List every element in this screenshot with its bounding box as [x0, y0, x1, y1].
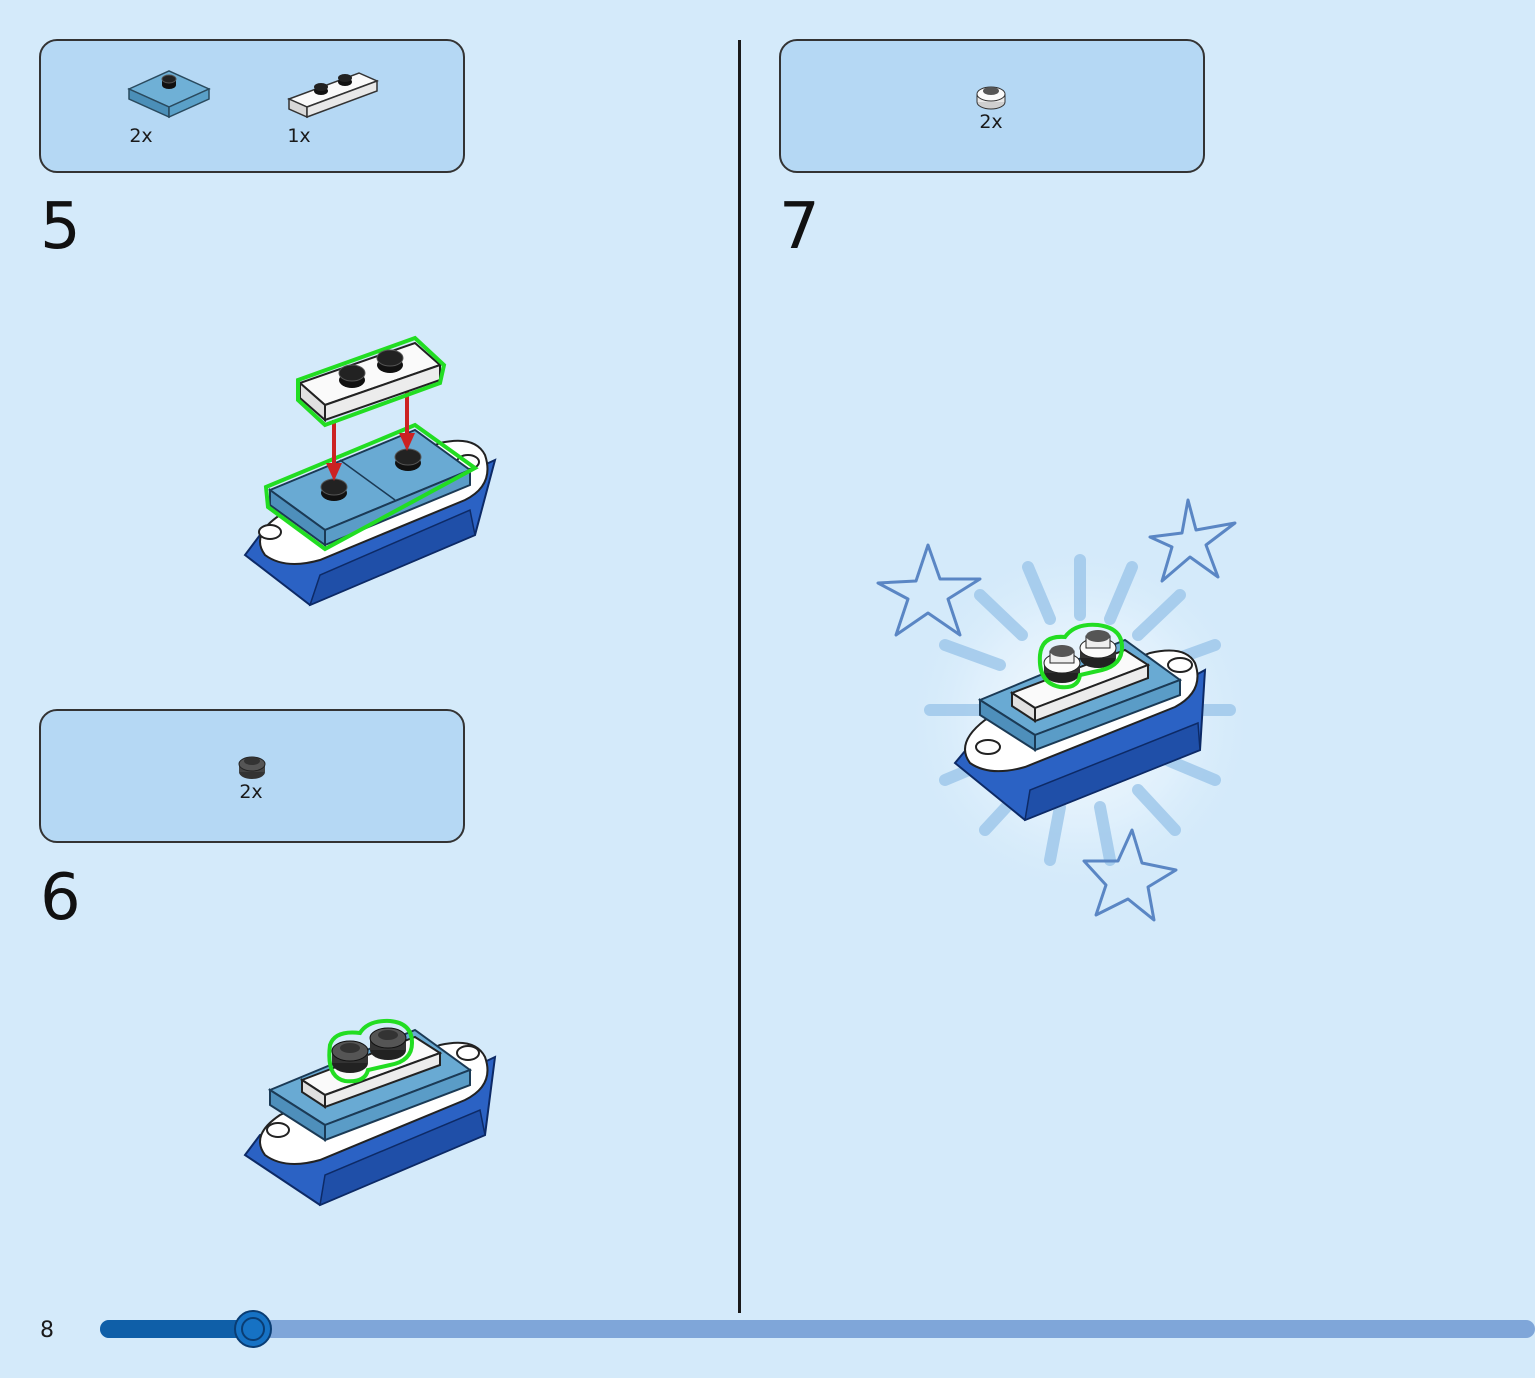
highlight-outline [263, 422, 479, 552]
progress-bar [100, 1310, 1535, 1348]
step-7-illustration [876, 498, 1260, 922]
star-icon [1148, 498, 1237, 583]
progress-track [100, 1320, 1535, 1338]
star-icon [1082, 828, 1178, 922]
parts-list-step-7: 2x [779, 39, 1205, 173]
light-blue-jumper-plate-icon [127, 70, 211, 119]
part-qty: 1x [287, 125, 311, 147]
highlight-outline [1037, 622, 1125, 690]
part-qty: 2x [239, 781, 263, 803]
step-5-illustration [243, 335, 497, 607]
highlight-outline [296, 335, 447, 428]
white-round-plate-icon [976, 86, 1006, 110]
step-number: 6 [40, 861, 81, 935]
parts-list-step-6: 2x [39, 709, 465, 843]
star-icon [876, 543, 982, 637]
page-divider [738, 40, 741, 1313]
white-plate-1x3-icon [287, 72, 379, 119]
step-number: 5 [40, 190, 81, 264]
dark-grey-round-plate-icon [238, 756, 266, 779]
part-qty: 2x [979, 111, 1003, 133]
dark-grey-round-plate [369, 1027, 407, 1060]
step-6-illustration [243, 1018, 497, 1207]
step-number: 7 [779, 190, 820, 264]
page-number: 8 [40, 1318, 54, 1343]
part-qty: 2x [129, 125, 153, 147]
funnel [1043, 645, 1081, 683]
funnel [1079, 630, 1117, 668]
dark-grey-round-plate [331, 1040, 369, 1073]
highlight-outline [327, 1018, 415, 1084]
progress-fill [100, 1320, 262, 1338]
parts-list-step-5: 2x 1x [39, 39, 465, 173]
progress-handle [234, 1310, 272, 1348]
arrow-down-icon [326, 390, 415, 481]
